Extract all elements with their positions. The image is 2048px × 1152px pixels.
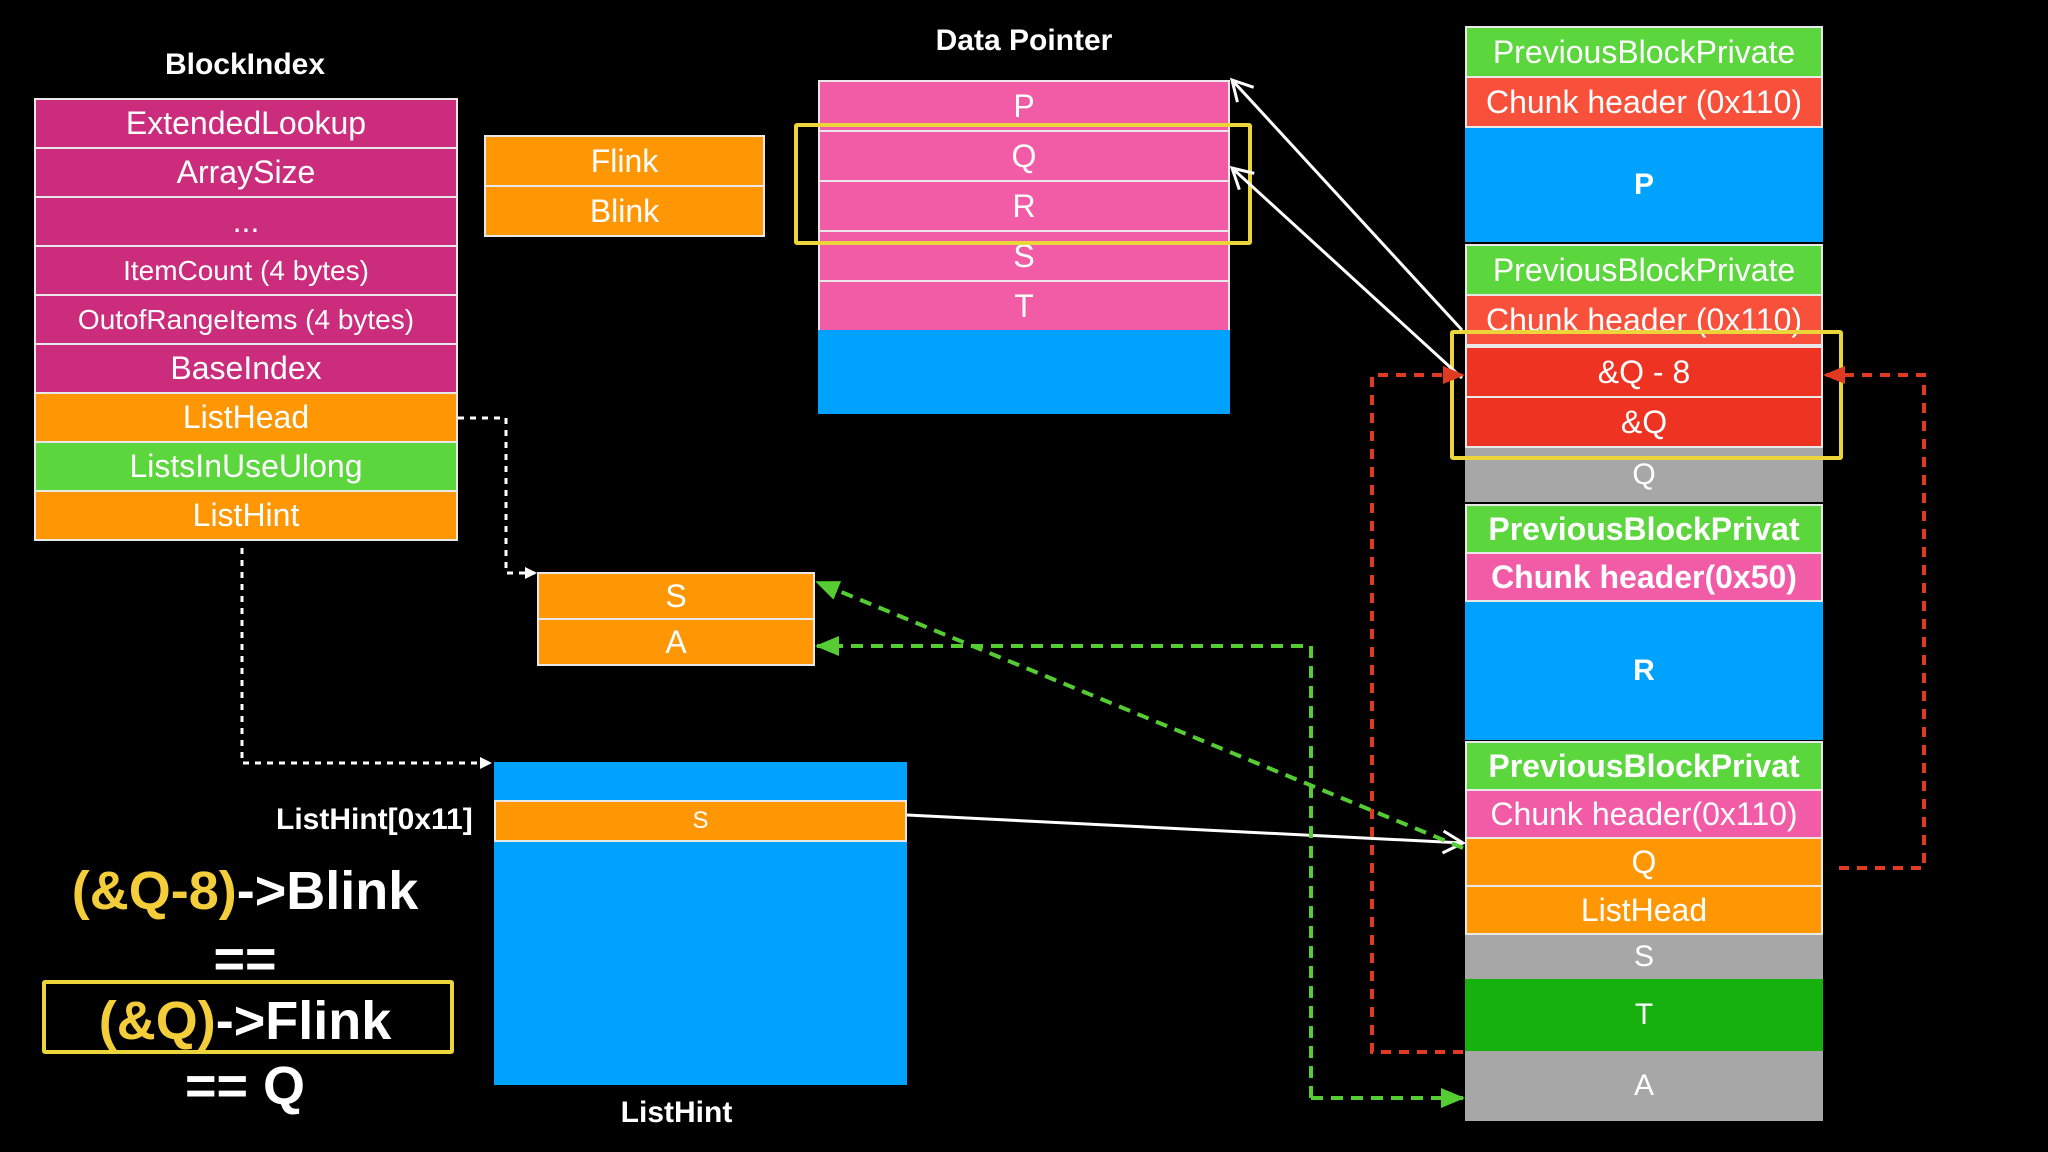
arrow-a-to-list-head-a <box>815 636 1313 1098</box>
field-lists-in-use-ulong: ListsInUseUlong <box>34 441 458 492</box>
chunk-q-blink: &Q <box>1465 396 1823 448</box>
chunk-r-header: Chunk header(0x50) <box>1465 552 1823 602</box>
equation-q-minus-8: (&Q-8) <box>71 861 237 921</box>
equation-line-3: (&Q)->Flink <box>40 990 450 1052</box>
field-array-size: ArraySize <box>34 147 458 198</box>
list-hint-array-top <box>494 762 907 802</box>
list-hint-slot-label: ListHint[0x11] <box>276 803 473 836</box>
arrow-t-to-flink <box>1370 366 1465 1054</box>
list-hint-array-bottom <box>494 842 907 1085</box>
chunk-r-body: R <box>1465 602 1823 740</box>
equation-line-2: == <box>213 929 277 989</box>
chunk-s-flink: Q <box>1465 837 1823 887</box>
data-pointer-s: S <box>818 230 1230 282</box>
arrow-flink-to-p <box>1229 77 1464 332</box>
chunk-s-header: Chunk header(0x110) <box>1465 789 1823 839</box>
arrow-listhint-to-array <box>240 548 492 769</box>
list-head-a: A <box>537 618 815 666</box>
equation-blink: ->Blink <box>236 861 419 921</box>
equation-q-address: (&Q) <box>98 991 216 1051</box>
data-pointer-q: Q <box>818 130 1230 182</box>
block-index-title: BlockIndex <box>164 48 326 81</box>
field-out-of-range-items: OutofRangeItems (4 bytes) <box>34 294 458 345</box>
arrow-s-to-list-head-s <box>815 580 1464 850</box>
equation-flink: ->Flink <box>215 991 392 1051</box>
chunk-t-body: T <box>1465 979 1823 1051</box>
highlight-equation <box>42 980 454 1054</box>
equation-line-1: (&Q-8)->Blink <box>40 860 450 922</box>
data-pointer-blue-area <box>818 330 1230 414</box>
field-list-hint: ListHint <box>34 490 458 541</box>
equation-line-4: == Q <box>184 1056 306 1116</box>
chunk-p-body: P <box>1465 128 1823 242</box>
field-list-head: ListHead <box>34 392 458 443</box>
chunk-r-prev: PreviousBlockPrivat <box>1465 504 1823 554</box>
list-head-s: S <box>537 572 815 620</box>
arrow-blink-to-q <box>1229 165 1464 380</box>
chunk-q-prev: PreviousBlockPrivate <box>1465 244 1823 296</box>
arrow-s-blink-to-flink <box>1823 366 1926 870</box>
data-pointer-title: Data Pointer <box>935 24 1113 57</box>
chunk-s-prev: PreviousBlockPrivat <box>1465 741 1823 791</box>
list-hint-slot: S <box>494 800 907 842</box>
field-base-index: BaseIndex <box>34 343 458 394</box>
data-pointer-r: R <box>818 180 1230 232</box>
chunk-s-body: S <box>1465 935 1823 979</box>
flink-cell: Flink <box>484 135 765 187</box>
list-hint-title: ListHint <box>620 1096 733 1129</box>
chunk-s-blink: ListHead <box>1465 885 1823 935</box>
blink-cell: Blink <box>484 185 765 237</box>
arrow-listhead-to-sa <box>458 416 537 579</box>
chunk-p-header: Chunk header (0x110) <box>1465 76 1823 128</box>
chunk-a-body: A <box>1465 1051 1823 1121</box>
arrow-listhint-slot-to-s <box>906 813 1467 855</box>
highlight-q-links <box>1450 330 1843 460</box>
field-extended-lookup: ExtendedLookup <box>34 98 458 149</box>
